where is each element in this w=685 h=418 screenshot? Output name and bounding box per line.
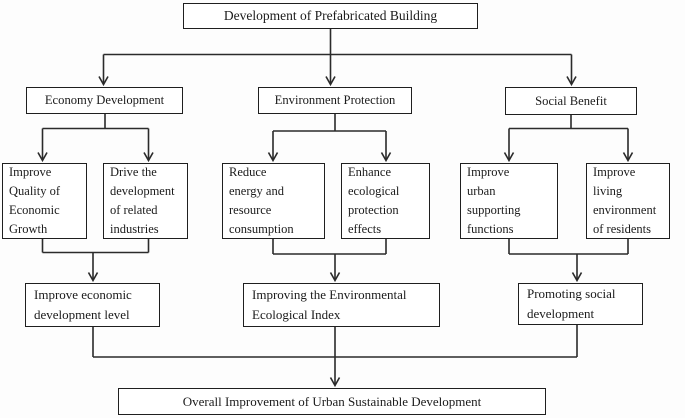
node-environment-protection: Environment Protection	[258, 87, 412, 114]
node-label: Improving the Environmental Ecological I…	[252, 287, 407, 322]
node-overall-improvement-urban-sustainable-development: Overall Improvement of Urban Sustainable…	[118, 388, 546, 415]
node-reduce-energy-and-resource-consumption: Reduce energy and resource consumption	[222, 163, 325, 239]
node-drive-development-of-related-industries: Drive the development of related industr…	[103, 163, 188, 239]
node-label: Economy Development	[44, 93, 165, 107]
node-label: Improve living environment of residents	[593, 165, 657, 236]
node-label: Improve Quality of Economic Growth	[9, 165, 61, 236]
node-label: Promoting social development	[527, 286, 616, 321]
node-label: Enhance ecological protection effects	[348, 165, 400, 236]
node-improve-urban-supporting-functions: Improve urban supporting functions	[460, 163, 558, 239]
connector-environment-group	[267, 114, 392, 283]
node-social-benefit: Social Benefit	[505, 87, 637, 115]
node-label: Environment Protection	[274, 93, 396, 107]
connector-social-group	[503, 115, 634, 283]
node-label: Development of Prefabricated Building	[223, 8, 438, 23]
connector-economy-group	[37, 114, 154, 283]
node-label: Improve economic development level	[34, 287, 132, 322]
connector-outcomes-to-final	[92, 325, 578, 388]
connector-root-to-categories	[98, 29, 577, 87]
node-improve-living-environment-of-residents: Improve living environment of residents	[586, 163, 670, 239]
node-improving-environmental-ecological-index: Improving the Environmental Ecological I…	[243, 283, 440, 327]
node-enhance-ecological-protection-effects: Enhance ecological protection effects	[341, 163, 430, 239]
node-development-of-prefabricated-building: Development of Prefabricated Building	[183, 3, 478, 29]
node-label: Overall Improvement of Urban Sustainable…	[182, 393, 482, 409]
node-label: Drive the development of related industr…	[110, 165, 175, 236]
node-improve-economic-development-level: Improve economic development level	[25, 283, 160, 327]
node-improve-quality-of-economic-growth: Improve Quality of Economic Growth	[2, 163, 87, 239]
node-label: Reduce energy and resource consumption	[229, 165, 294, 236]
node-label: Improve urban supporting functions	[467, 165, 521, 236]
node-promoting-social-development: Promoting social development	[518, 283, 643, 325]
node-economy-development: Economy Development	[26, 87, 183, 114]
node-label: Social Benefit	[535, 93, 607, 108]
